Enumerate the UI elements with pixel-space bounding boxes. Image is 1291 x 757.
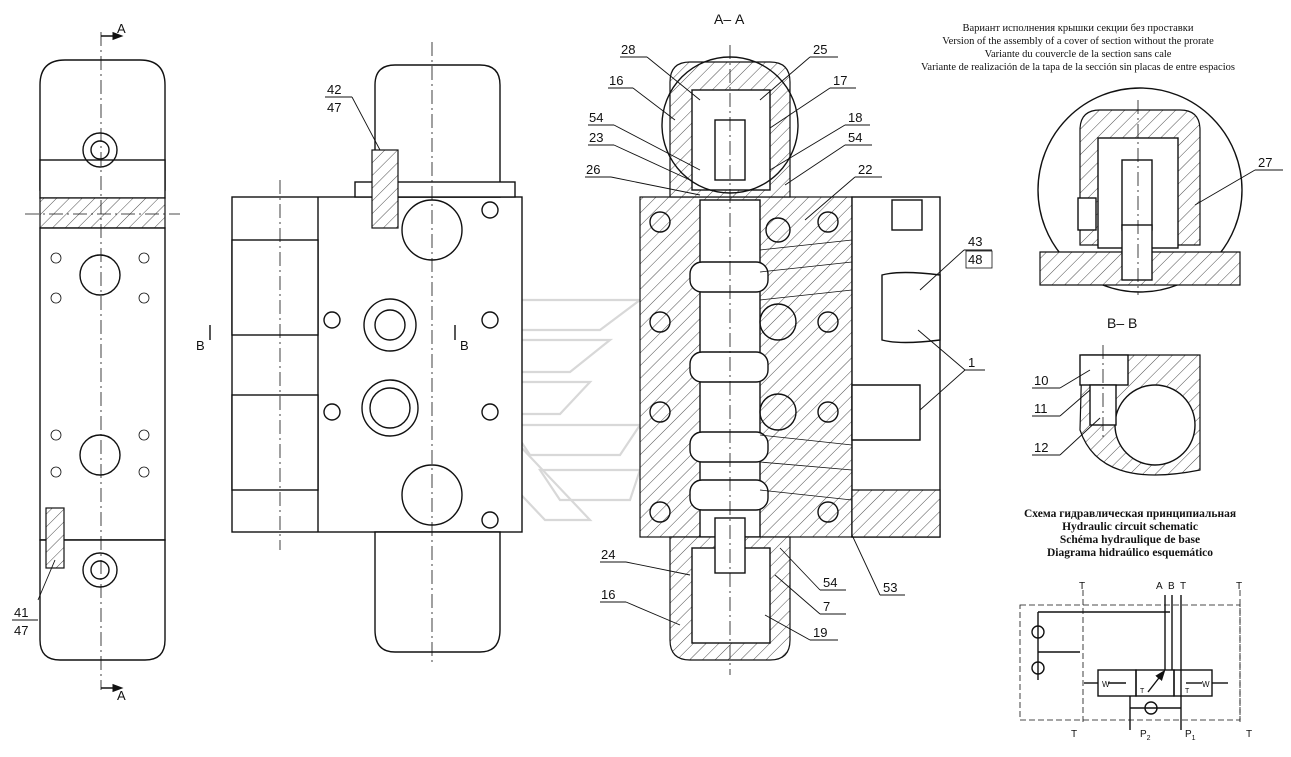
section-aa-view xyxy=(639,45,941,675)
port-t2-label: T xyxy=(1180,581,1186,592)
part-18-label: 18 xyxy=(848,110,862,125)
part-25-label: 25 xyxy=(813,42,827,57)
port-b-label: B xyxy=(1168,581,1175,592)
part-16b-label: 16 xyxy=(601,587,615,602)
port-t3-label: T xyxy=(1236,581,1242,592)
part-12-label: 12 xyxy=(1034,440,1048,455)
schematic-title-line-3: Schéma hydraulique de base xyxy=(1060,534,1200,546)
part-47a-label: 47 xyxy=(327,100,341,115)
part-27-label: 27 xyxy=(1258,155,1272,170)
part-54b-label: 54 xyxy=(848,130,862,145)
section-aa-title: А– А xyxy=(714,11,745,27)
variant-note-line-4: Variante de realización de la tapa de la… xyxy=(921,62,1235,73)
port-p1-label: P1 xyxy=(1185,729,1196,742)
section-b-left-label: В xyxy=(196,338,205,353)
port-t-inner-1-label: T xyxy=(1140,688,1145,695)
part-7-label: 7 xyxy=(823,599,830,614)
part-26-label: 26 xyxy=(586,162,600,177)
part-48-label: 48 xyxy=(968,252,982,267)
part-42-label: 42 xyxy=(327,82,341,97)
port-p2-label: P2 xyxy=(1140,729,1151,742)
front-view xyxy=(209,42,523,665)
side-view-left xyxy=(25,31,180,693)
section-bb-view xyxy=(1079,345,1201,476)
spring-w-right-label: W xyxy=(1202,680,1210,689)
part-1-label: 1 xyxy=(968,355,975,370)
port-t5-label: T xyxy=(1246,729,1252,740)
section-a-bottom-label: А xyxy=(117,688,126,703)
section-a-top-label: А xyxy=(117,21,126,36)
port-a-label: A xyxy=(1156,581,1163,592)
section-bb-title: В– В xyxy=(1107,315,1137,331)
part-53-label: 53 xyxy=(883,580,897,595)
part-41-label: 41 xyxy=(14,605,28,620)
variant-detail-view xyxy=(1037,87,1283,295)
port-t-inner-2-label: T xyxy=(1185,688,1190,695)
schematic-title-line-1: Схема гидравлическая принципиальная xyxy=(1024,508,1236,520)
part-28-label: 28 xyxy=(621,42,635,57)
spring-w-left-label: W xyxy=(1102,680,1110,689)
part-11-label: 11 xyxy=(1034,401,1048,416)
part-17-label: 17 xyxy=(833,73,847,88)
part-43-label: 43 xyxy=(968,234,982,249)
variant-note-line-1: Вариант исполнения крышки секции без про… xyxy=(963,23,1194,34)
part-54c-label: 54 xyxy=(823,575,837,590)
part-19-label: 19 xyxy=(813,625,827,640)
hydraulic-schematic xyxy=(1019,590,1241,730)
part-23-label: 23 xyxy=(589,130,603,145)
schematic-title-line-4: Diagrama hidraúlico esquemático xyxy=(1047,547,1213,559)
schematic-title-line-2: Hydraulic circuit schematic xyxy=(1062,521,1198,533)
part-16a-label: 16 xyxy=(609,73,623,88)
part-10-label: 10 xyxy=(1034,373,1048,388)
aa-part-leaders xyxy=(585,56,992,641)
variant-note-line-3: Variante du couvercle de la section sans… xyxy=(985,49,1172,60)
port-t1-label: T xyxy=(1079,581,1085,592)
section-b-right-label: В xyxy=(460,338,469,353)
port-t4-label: T xyxy=(1071,729,1077,740)
part-47b-label: 47 xyxy=(14,623,28,638)
part-54a-label: 54 xyxy=(589,110,603,125)
part-24-label: 24 xyxy=(601,547,615,562)
variant-note-line-2: Version of the assembly of a cover of se… xyxy=(942,36,1214,47)
part-22-label: 22 xyxy=(858,162,872,177)
